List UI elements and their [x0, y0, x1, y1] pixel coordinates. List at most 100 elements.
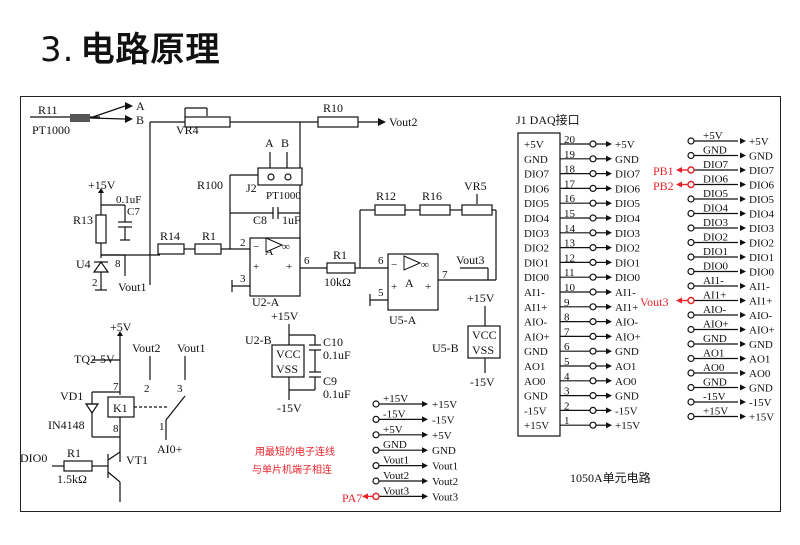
daq-pin-terminal — [589, 214, 597, 222]
daq-pin-right-label: AO1 — [615, 361, 636, 373]
label-vout2-out: Vout2 — [389, 115, 417, 129]
label-vout3-red: Vout3 — [640, 295, 668, 309]
label-vout3-u5: Vout3 — [456, 253, 484, 267]
daq-pin-left-label: DIO3 — [524, 228, 550, 240]
right-terminal-node — [687, 238, 695, 247]
label-u5a-p6: 6 — [378, 255, 384, 267]
note-line2: 与单片机端子相连 — [252, 463, 332, 476]
daq-pin-right-label: DIO5 — [615, 198, 641, 210]
daq-pin-terminal — [589, 347, 597, 355]
label-pt1000: PT1000 — [32, 123, 70, 137]
right-terminal-node — [687, 412, 695, 421]
label-vr4: VR4 — [176, 123, 199, 137]
daq-pin-number: 5 — [564, 356, 570, 368]
bottom-terminal-left-label: GND — [383, 439, 407, 451]
daq-pin-terminal — [589, 421, 597, 429]
daq-pin-number: 11 — [564, 267, 575, 279]
label-ai0plus: AI0+ — [157, 442, 183, 456]
right-terminal-right-label: AI1+ — [749, 296, 772, 308]
right-terminal-left-label: DIO0 — [703, 261, 729, 273]
right-terminal-left-label: AI1- — [703, 275, 724, 287]
label-u2a-p2: 2 — [240, 237, 246, 249]
daq-pin-right-label: +15V — [615, 420, 640, 432]
bottom-terminal-left-label: +5V — [383, 424, 403, 436]
label-u5b-plus15: +15V — [467, 291, 495, 305]
bottom-terminal-right-label: Vout1 — [432, 461, 458, 473]
daq-pin-number: 18 — [564, 164, 576, 176]
label-j1-title: J1 DAQ接口 — [516, 112, 580, 127]
daq-pin-right-label: DIO7 — [615, 169, 641, 181]
label-relay-p3: 3 — [177, 383, 183, 395]
right-terminal-node — [687, 195, 695, 203]
right-terminal-left-label: DIO6 — [703, 174, 729, 186]
label-u2b-plus15: +15V — [271, 309, 299, 323]
daq-pin-terminal — [589, 288, 597, 296]
bottom-terminal-left-label: -15V — [383, 408, 406, 420]
right-terminal-left-label: GND — [703, 145, 727, 157]
r12-resistor — [374, 204, 406, 216]
svg-text:+: + — [391, 281, 397, 293]
daq-pin-number: 16 — [564, 193, 576, 205]
daq-pin-left-label: DIO5 — [524, 198, 550, 210]
daq-pin-number: 4 — [564, 371, 570, 383]
right-terminal-right-label: DIO1 — [749, 252, 774, 264]
label-vt1: VT1 — [126, 453, 148, 467]
daq-pin-number: 15 — [564, 208, 576, 220]
daq-pin-left-label: DIO7 — [524, 169, 550, 181]
label-k1: K1 — [113, 401, 128, 415]
label-j2-b: B — [281, 136, 289, 150]
bottom-terminal-right-label: -15V — [432, 414, 455, 426]
daq-pin-left-label: AO1 — [524, 361, 545, 373]
label-dio0: DIO0 — [20, 451, 47, 465]
right-terminal-left-label: AI1+ — [703, 290, 726, 302]
daq-pin-left-label: DIO4 — [524, 213, 550, 225]
svg-text:+: + — [425, 281, 431, 293]
title-text: 电路原理 — [80, 30, 221, 70]
daq-pin-right-label: AIO- — [615, 317, 639, 329]
label-r1-c: R1 — [67, 446, 81, 460]
label-u5a-p5: 5 — [378, 287, 384, 299]
r1c-resistor — [63, 460, 93, 472]
svg-text:−: − — [253, 241, 259, 253]
bottom-terminal-node — [372, 431, 380, 439]
label-r16: R16 — [422, 189, 442, 203]
daq-pin-right-label: GND — [615, 346, 639, 358]
label-u2a: U2-A — [252, 295, 280, 309]
right-terminal-left-label: +5V — [703, 130, 723, 142]
bottom-terminal-right-label: Vout3 — [432, 491, 459, 503]
label-relay-plus5v: +5V — [110, 320, 132, 334]
right-terminal-right-label: AIO+ — [749, 325, 775, 337]
label-c9: C9 — [323, 374, 337, 388]
label-u2b-vcc: VCC — [276, 347, 301, 361]
daq-pin-number: 1 — [564, 415, 570, 427]
relay-section: +5V TQ2-5V Vout2 Vout1 7 2 3 K1 1 AI0+ V… — [20, 320, 205, 502]
u5b-chip — [467, 325, 501, 359]
u2b-chip — [271, 344, 305, 378]
bottom-terminal-node — [372, 415, 380, 423]
daq-pin-terminal — [589, 199, 597, 207]
label-u5b: U5-B — [432, 341, 459, 355]
daq-pin-terminal — [589, 258, 597, 266]
daq-pin-right-label: DIO3 — [615, 228, 641, 240]
daq-pin-left-label: AI1- — [524, 287, 545, 299]
daq-pin-right-label: AO0 — [615, 376, 637, 388]
daq-pin-right-label: DIO6 — [615, 183, 641, 195]
daq-pin-left-label: AI1+ — [524, 302, 547, 314]
r13-resistor — [95, 214, 107, 244]
daq-pin-left-label: AO0 — [524, 376, 546, 388]
label-vr5: VR5 — [464, 179, 487, 193]
label-r1-b-val: 10kΩ — [324, 275, 351, 289]
right-terminal-node — [687, 383, 695, 392]
daq-pin-terminal — [589, 170, 597, 178]
u2b-power-section: +15V U2-B VCC VSS -15V C10 0.1uF C9 0.1u… — [245, 309, 351, 415]
vr5-resistor — [461, 204, 493, 216]
daq-pin-right-label: DIO2 — [615, 243, 640, 255]
right-terminal-left-label: AO1 — [703, 348, 724, 360]
svg-text:∞: ∞ — [282, 241, 290, 253]
label-j2-a: A — [265, 136, 274, 150]
right-terminal-right-label: GND — [749, 339, 773, 351]
label-u4-pin8: 8 — [115, 258, 121, 270]
right-terminal-node — [687, 369, 695, 377]
